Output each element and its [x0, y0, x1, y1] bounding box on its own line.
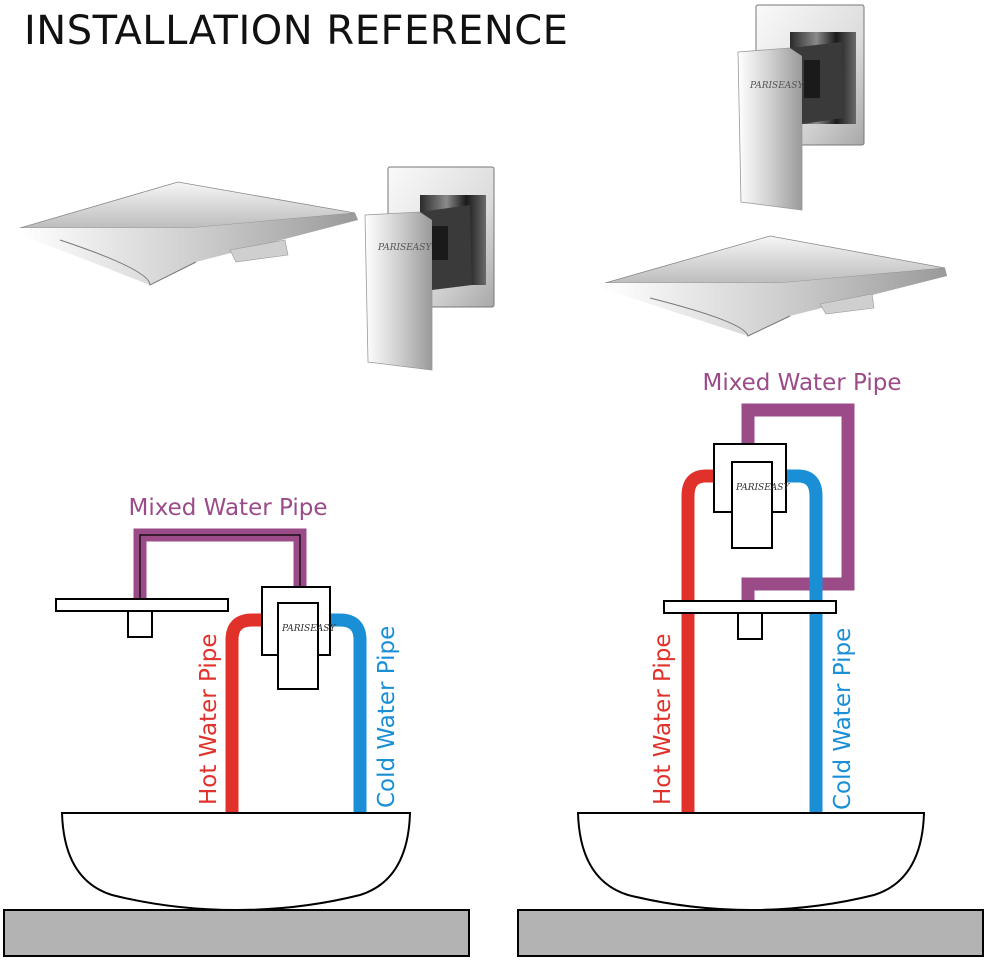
mixed-water-pipe-label-left: Mixed Water Pipe: [128, 495, 327, 521]
brand-logo: PARISEASY: [281, 624, 336, 634]
spout-product-right: [604, 235, 947, 337]
brand-logo: PARISEASY: [749, 81, 804, 91]
spout-outline-right: [663, 600, 837, 614]
cold-water-pipe-label-left: Cold Water Pipe: [374, 626, 400, 808]
right-installation-diagram: PARISEASY Mixed Water Pipe Hot Water Pip…: [517, 370, 984, 957]
mixed-water-pipe-right: [741, 403, 855, 600]
brand-logo: PARISEASY: [377, 243, 432, 253]
mixer-product-left: PARISEASY: [364, 166, 495, 371]
cold-water-pipe-left: [330, 613, 367, 812]
countertop-right: [517, 909, 984, 957]
spout-outline-left: [55, 598, 229, 612]
cold-water-pipe-label-right: Cold Water Pipe: [830, 628, 856, 810]
left-installation-diagram: PARISEASY Mixed Water Pipe Hot Water Pip…: [3, 495, 470, 957]
spout-product-left: [19, 181, 358, 286]
basin-left: [60, 812, 412, 912]
mixed-water-pipe-label-right: Mixed Water Pipe: [702, 370, 901, 396]
cold-water-pipe-right: [786, 469, 823, 812]
brand-logo: PARISEASY: [735, 483, 790, 493]
hot-water-pipe-left: [225, 613, 262, 812]
countertop-left: [3, 909, 470, 957]
hot-water-pipe-right: [681, 469, 714, 812]
hot-water-pipe-label-right: Hot Water Pipe: [650, 633, 676, 805]
hot-water-pipe-label-left: Hot Water Pipe: [196, 633, 222, 805]
page-title: INSTALLATION REFERENCE: [24, 8, 569, 54]
mixer-product-right: PARISEASY: [737, 4, 865, 211]
basin-right: [576, 812, 926, 912]
